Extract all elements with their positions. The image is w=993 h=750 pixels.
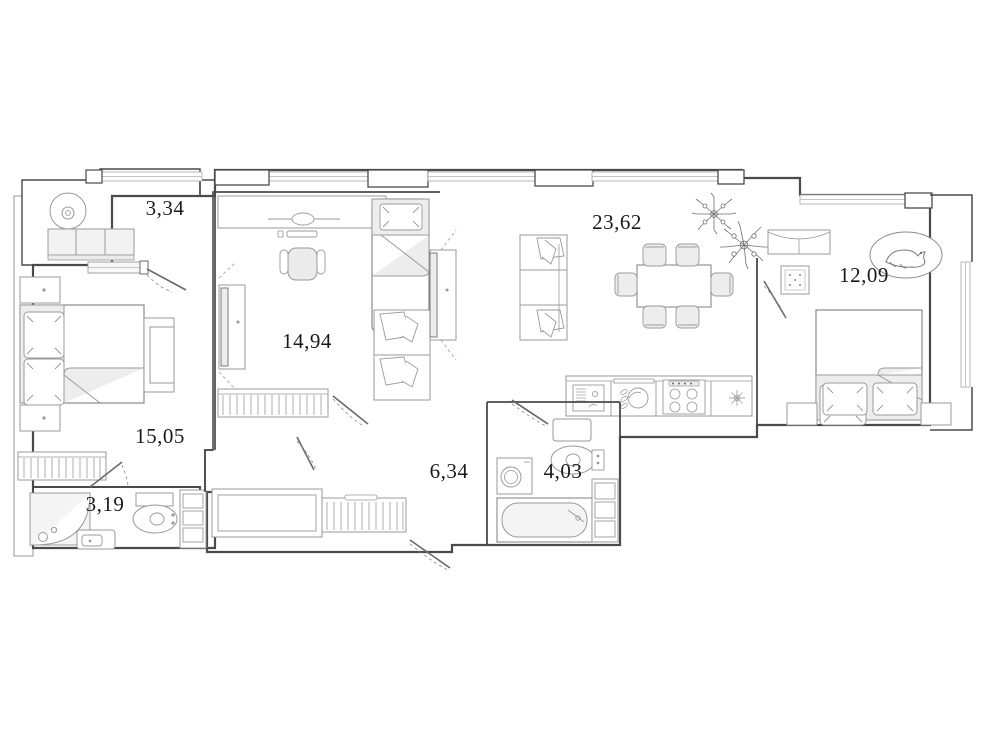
wardrobe-middle <box>218 261 246 391</box>
bathroom-cabinet <box>179 489 207 549</box>
room-bedroom-left <box>17 276 175 481</box>
area-label-bedroom-left: 15,05 <box>135 424 185 448</box>
coat-rack-middle <box>217 388 329 418</box>
balcony-rail <box>87 260 149 275</box>
area-label-balcony-left: 3,34 <box>146 196 185 220</box>
room-bathroom-right <box>486 400 621 545</box>
sink-right <box>552 418 592 442</box>
area-labels: 3,34 15,05 3,19 14,94 6,34 4,03 23,62 12… <box>86 196 889 516</box>
armchairs <box>373 309 431 401</box>
window-top-3 <box>591 171 723 182</box>
window-top-4 <box>799 194 911 205</box>
door-hall-left[interactable] <box>296 436 317 471</box>
room-bathroom-left <box>29 461 207 550</box>
area-label-bathroom-left: 3,19 <box>86 492 125 516</box>
dishwasher <box>613 378 655 409</box>
wall-pier <box>214 169 270 186</box>
single-bed <box>371 198 430 334</box>
area-label-room-middle: 14,94 <box>282 329 332 353</box>
area-label-hall: 6,34 <box>430 459 469 483</box>
hall-wardrobe <box>211 488 323 538</box>
kitchen-counter <box>552 375 753 442</box>
room-middle <box>204 191 457 492</box>
round-table <box>49 192 87 230</box>
wall-pier <box>367 169 429 188</box>
window-top-1 <box>266 171 370 182</box>
kitchen-appliance-icon <box>729 390 745 406</box>
hob <box>662 379 706 415</box>
window-right <box>960 261 971 388</box>
window-top-2 <box>427 171 537 182</box>
windows <box>85 169 973 431</box>
entrance-door[interactable] <box>409 539 451 571</box>
area-label-living-kitchen: 23,62 <box>592 210 642 234</box>
wardrobe-left <box>17 451 107 481</box>
bathroom-cabinet-right <box>591 478 619 543</box>
washing-machine <box>496 457 533 495</box>
sofa-balcony <box>47 228 135 261</box>
desk <box>217 195 387 238</box>
wall-shelf-right <box>767 229 831 255</box>
bed-right <box>786 309 952 426</box>
door-room-middle[interactable] <box>204 395 369 492</box>
sofa-living <box>519 234 568 341</box>
wall-pier <box>534 169 594 187</box>
bathtub <box>496 497 593 543</box>
wall-pier <box>717 169 745 185</box>
wall-art-cat <box>869 231 943 279</box>
toilet-left <box>132 492 178 534</box>
room-hall <box>211 488 451 571</box>
door-bathroom-right[interactable] <box>512 400 549 425</box>
area-label-bathroom-right: 4,03 <box>544 459 583 483</box>
door-bedroom-right[interactable] <box>756 258 787 437</box>
window-balcony-left <box>98 171 203 182</box>
room-bedroom-right <box>767 229 952 426</box>
nightstand-left <box>19 276 61 304</box>
oven <box>572 384 605 412</box>
hall-coat-rack <box>321 494 407 533</box>
dining-chairs <box>614 243 734 329</box>
room-living-kitchen <box>511 192 787 442</box>
area-label-bedroom-right: 12,09 <box>839 263 889 287</box>
nightstand-left-2 <box>19 404 61 432</box>
door-bathroom-left[interactable] <box>89 461 129 488</box>
wall-pier <box>904 192 933 209</box>
wardrobe-middle-2 <box>429 229 457 361</box>
office-chair <box>279 247 326 281</box>
sink-left <box>76 529 116 550</box>
right-bay-wall <box>930 194 973 431</box>
door-balcony[interactable] <box>146 268 187 293</box>
room-balcony-left <box>47 192 187 293</box>
plants <box>691 192 768 270</box>
wall-pier <box>85 169 103 184</box>
bed-left <box>19 304 175 406</box>
wall-picture <box>780 265 810 295</box>
toilet-right <box>550 445 605 475</box>
dining-table <box>636 264 712 308</box>
